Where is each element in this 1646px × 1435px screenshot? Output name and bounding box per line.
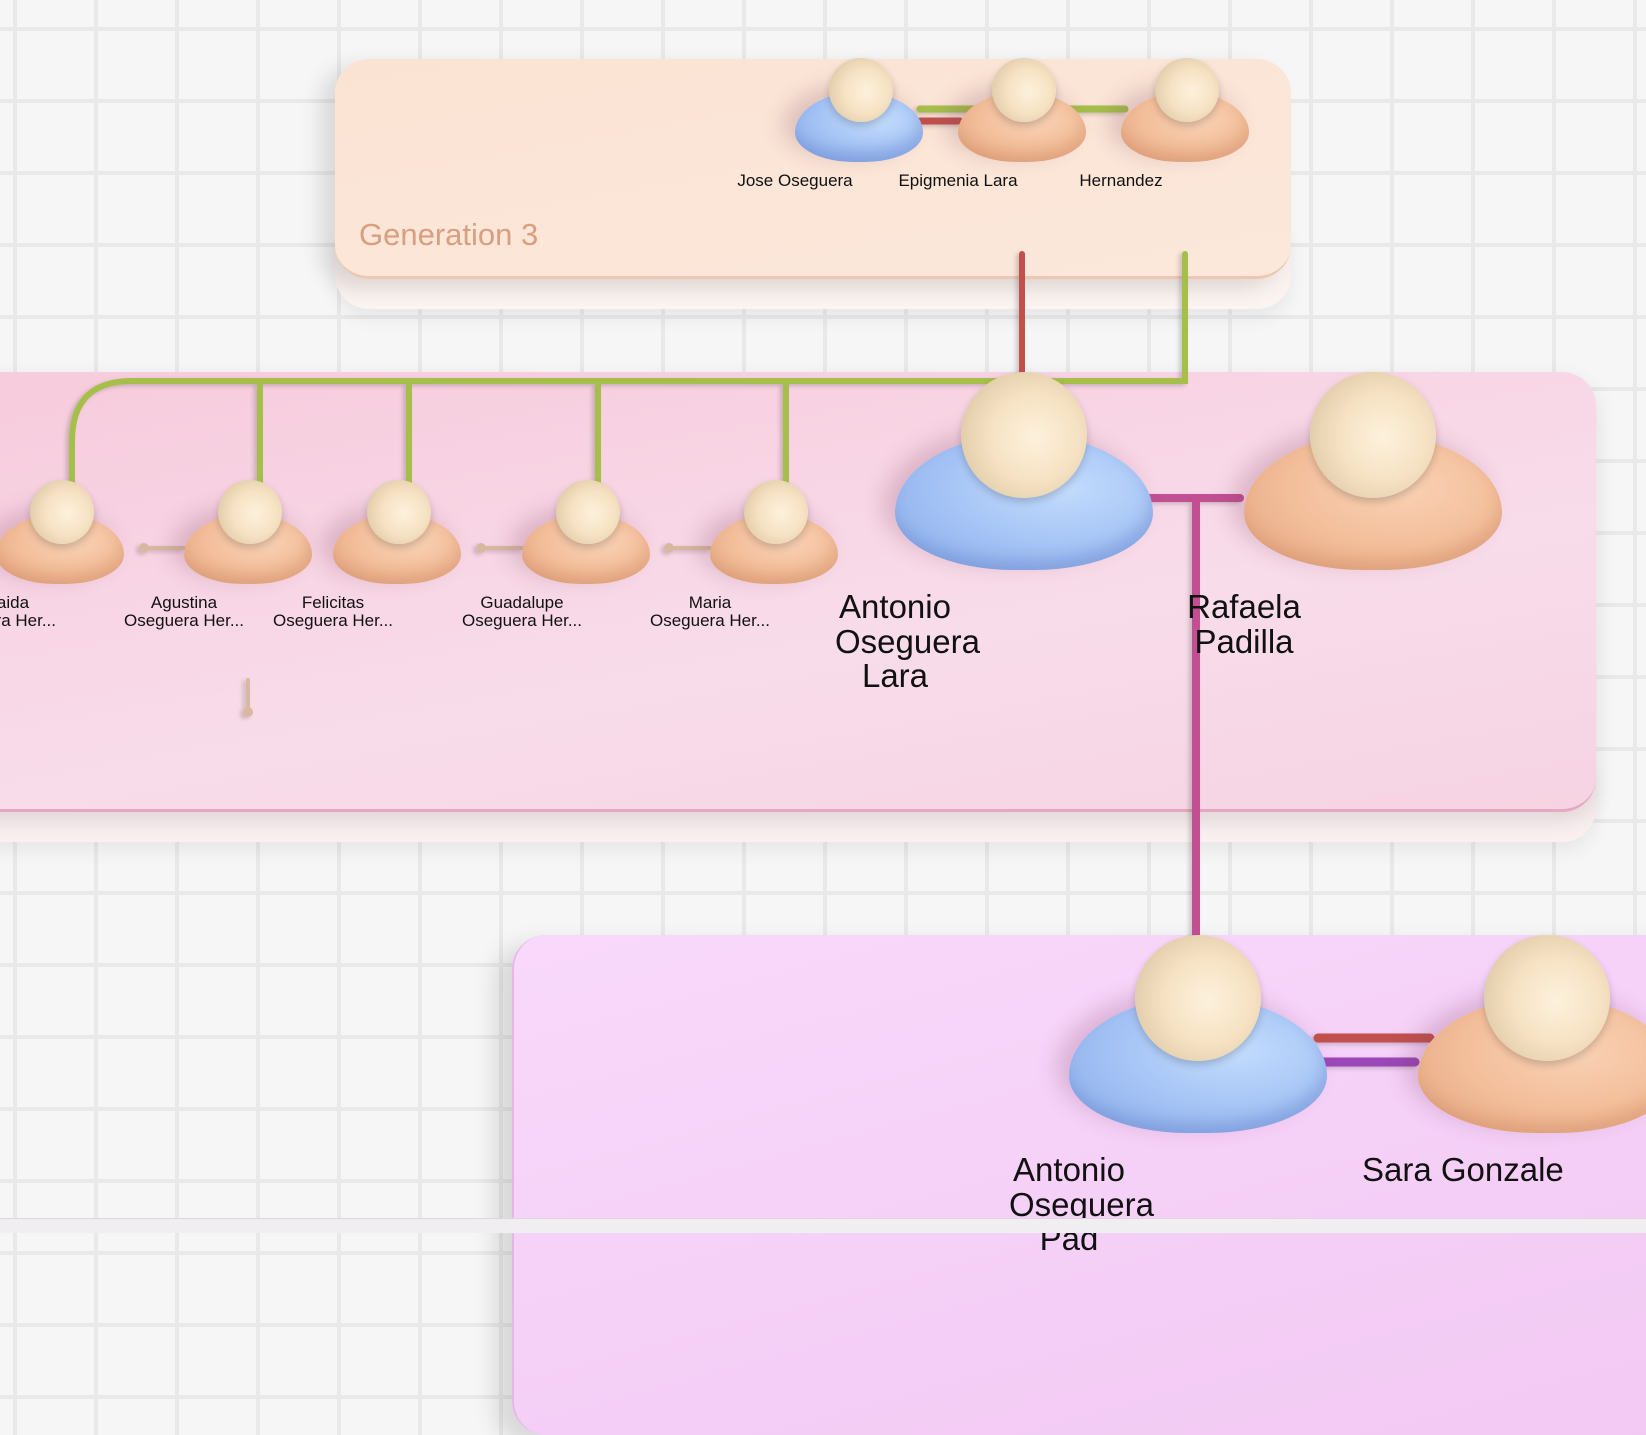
- person-name: Epigmenia Lara: [898, 171, 1018, 190]
- person-name: Felicitas Oseguera Her...: [273, 594, 393, 630]
- person-name: Agustina Oseguera Her...: [124, 594, 244, 630]
- name-line-1: Felicitas: [301, 593, 365, 612]
- person-head-icon: [30, 480, 94, 544]
- person-head-icon: [829, 58, 893, 122]
- stub-end: [476, 543, 486, 553]
- person-name: Rafaela Padilla: [1187, 588, 1301, 660]
- person-name: Maria Oseguera Her...: [650, 594, 770, 630]
- person-head-icon: [556, 480, 620, 544]
- person-name: Antonio Oseguera Lara: [835, 588, 980, 695]
- stub-end: [243, 707, 253, 717]
- person-head-icon: [992, 58, 1056, 122]
- name-line-1: Agustina: [150, 593, 218, 612]
- stub-end: [664, 543, 674, 553]
- name-line-1: Adelaida: [0, 593, 30, 612]
- person-head-icon: [1484, 935, 1610, 1061]
- card-face: [335, 59, 1291, 279]
- person-head-icon: [961, 372, 1087, 498]
- bottom-edge-bar: [0, 1218, 1646, 1233]
- name-line-2: Oseguera Her...: [462, 610, 583, 630]
- person-name: Antonio Oseguera Pad: [1009, 1151, 1154, 1257]
- person-name: Adelaida Oseguera Her...: [0, 594, 56, 630]
- person-name: Guadalupe Oseguera Her...: [462, 594, 582, 630]
- generation-3-card[interactable]: Generation 3: [335, 59, 1291, 309]
- stub-end: [139, 543, 149, 553]
- person-name: Jose Oseguera: [737, 171, 853, 190]
- name-line-2: Oseguera Her...: [273, 610, 394, 630]
- person-head-icon: [218, 480, 282, 544]
- person-name: Sara Gonzale: [1362, 1151, 1564, 1188]
- person-head-icon: [1310, 372, 1436, 498]
- name-line-2: Oseguera Her...: [650, 610, 771, 630]
- person-head-icon: [1155, 58, 1219, 122]
- person-name: Hernandez: [1079, 171, 1163, 190]
- person-head-icon: [744, 480, 808, 544]
- person-head-icon: [1135, 935, 1261, 1061]
- name-line-1: Antonio: [839, 588, 951, 625]
- name-line-1: Antonio: [1013, 1151, 1125, 1188]
- name-line-2: Oseguera Lara: [835, 622, 980, 695]
- relationship-lines: [69, 105, 1435, 1067]
- name-line-1: Guadalupe: [480, 593, 564, 612]
- name-line-1: Maria: [688, 593, 732, 612]
- name-line-2: Oseguera Her...: [0, 610, 57, 630]
- name-line-2: Oseguera Her...: [124, 610, 245, 630]
- parent-line-hernandez-children[interactable]: [69, 251, 1188, 493]
- person-head-icon: [367, 480, 431, 544]
- generation-label: Generation 3: [359, 217, 539, 252]
